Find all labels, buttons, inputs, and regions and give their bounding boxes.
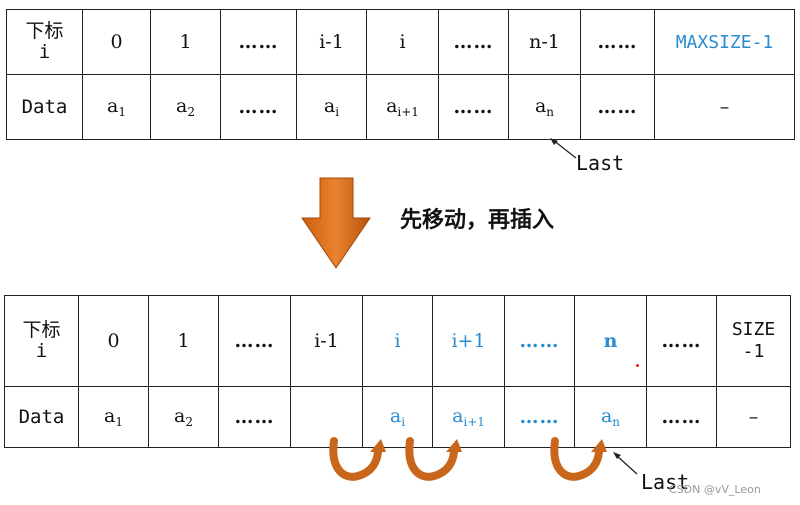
top-index-header: 下标 i <box>6 9 83 75</box>
top-array-table: 下标 i 0 1 …… i-1 i …… n-1 …… MAXSIZE-1 Da… <box>6 9 795 140</box>
top-data-cell: a1 <box>82 74 151 140</box>
top-data-cell: – <box>654 74 795 140</box>
bottom-index-row: 下标 i 0 1 …… i-1 i i+1 …… n …… SIZE -1 <box>4 295 791 387</box>
bottom-data-cell-empty <box>290 386 363 448</box>
shift-arrow-icon <box>550 437 607 481</box>
bottom-data-cell: an <box>574 386 647 448</box>
bottom-data-header: Data <box>4 386 79 448</box>
step-message: 先移动，再插入 <box>400 208 555 233</box>
top-last-pointer-head-icon <box>550 138 558 145</box>
top-index-cell: …… <box>438 9 509 75</box>
top-last-label: Last <box>576 151 625 175</box>
bottom-last-label: Last <box>641 470 690 494</box>
top-data-cell: …… <box>220 74 297 140</box>
top-data-cell: ai <box>296 74 367 140</box>
bottom-data-cell: …… <box>218 386 291 448</box>
bottom-last-pointer-head-icon <box>613 452 621 459</box>
bottom-data-cell: a1 <box>78 386 149 448</box>
watermark: CSDN @vV_Leon <box>669 483 761 496</box>
top-data-row: Data a1 a2 …… ai ai+1 …… an …… – <box>6 74 795 140</box>
shift-arrow-icon <box>405 437 462 481</box>
bottom-data-cell: …… <box>646 386 717 448</box>
shift-arrow-icon <box>329 437 386 481</box>
bottom-data-cell: …… <box>504 386 575 448</box>
top-data-cell: an <box>508 74 581 140</box>
top-data-cell: …… <box>580 74 655 140</box>
down-arrow-icon <box>301 177 371 269</box>
top-last-pointer-icon <box>552 139 577 159</box>
bottom-array-table: 下标 i 0 1 …… i-1 i i+1 …… n …… SIZE -1 Da… <box>4 295 791 448</box>
top-index-cell-maxsize: MAXSIZE-1 <box>654 9 795 75</box>
top-index-cell: n-1 <box>508 9 581 75</box>
bottom-index-cell-size: SIZE -1 <box>716 295 791 387</box>
bottom-data-cell: ai+1 <box>432 386 505 448</box>
top-index-cell: i <box>366 9 439 75</box>
bottom-index-cell: 0 <box>78 295 149 387</box>
top-data-cell: …… <box>438 74 509 140</box>
top-index-cell: 0 <box>82 9 151 75</box>
top-data-cell: ai+1 <box>366 74 439 140</box>
red-dot-mark <box>636 364 639 367</box>
bottom-index-cell: i <box>362 295 433 387</box>
bottom-index-header: 下标 i <box>4 295 79 387</box>
top-index-cell: 1 <box>150 9 221 75</box>
top-data-cell: a2 <box>150 74 221 140</box>
top-data-header: Data <box>6 74 83 140</box>
bottom-data-cell: – <box>716 386 791 448</box>
bottom-data-row: Data a1 a2 …… ai ai+1 …… an …… – <box>4 386 791 448</box>
bottom-index-cell: …… <box>218 295 291 387</box>
bottom-index-cell: i+1 <box>432 295 505 387</box>
bottom-index-cell: n <box>574 295 647 387</box>
bottom-index-cell: i-1 <box>290 295 363 387</box>
top-index-row: 下标 i 0 1 …… i-1 i …… n-1 …… MAXSIZE-1 <box>6 9 795 75</box>
bottom-last-pointer-icon <box>615 454 638 475</box>
bottom-index-cell: …… <box>646 295 717 387</box>
top-index-cell: …… <box>220 9 297 75</box>
bottom-data-cell: a2 <box>148 386 219 448</box>
top-index-cell: i-1 <box>296 9 367 75</box>
